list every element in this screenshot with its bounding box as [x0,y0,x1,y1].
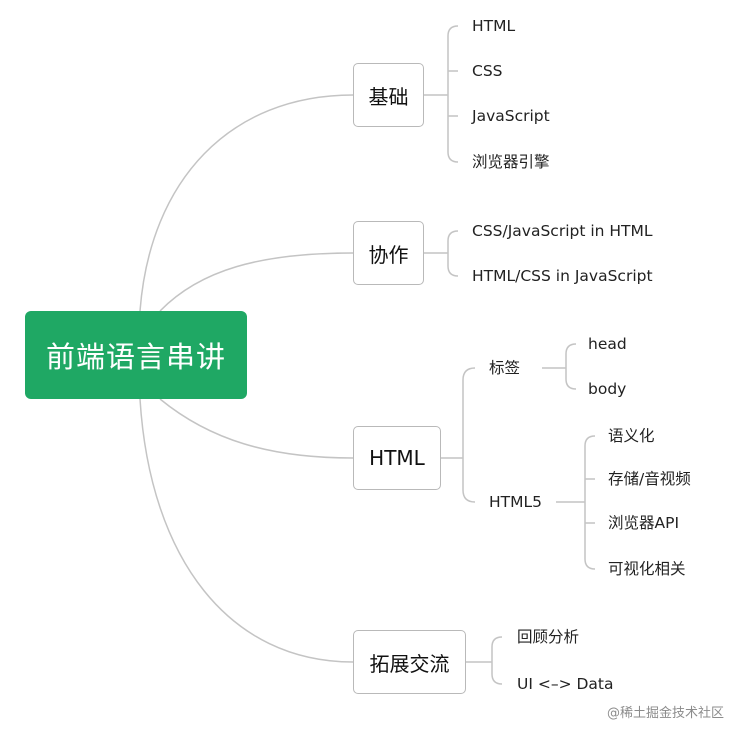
leaf-browser-api: 浏览器API [608,514,680,532]
leaf-javascript: JavaScript [472,107,550,125]
connector-root-basics [139,94,354,312]
branch-collab[interactable]: 协作 [353,221,424,285]
watermark: @稀土掘金技术社区 [606,706,724,721]
branch-basics[interactable]: 基础 [353,63,424,127]
branch-html-label: HTML [369,446,425,470]
sub-html5: HTML5 [489,493,542,511]
leaf-visualization: 可视化相关 [608,560,686,578]
branch-html[interactable]: HTML [353,426,441,490]
connector-root-collab [159,252,354,312]
leaf-body: body [588,380,627,398]
branch-extend[interactable]: 拓展交流 [353,630,466,694]
root-node[interactable]: 前端语言串讲 [25,311,247,399]
bracket-tags [565,343,577,390]
leaf-css: CSS [472,62,503,80]
leaf-review: 回顾分析 [517,628,580,646]
branch-extend-label: 拓展交流 [369,651,450,676]
leaf-html-css-in-js: HTML/CSS in JavaScript [472,267,653,285]
leaf-html: HTML [472,17,516,35]
leaf-semantics: 语义化 [608,427,655,445]
leaf-browser-engine: 浏览器引擎 [472,153,550,171]
bracket-basics [447,25,459,163]
leaf-ui-data: UI <–> Data [517,675,614,693]
bracket-html5 [584,435,596,570]
sub-tags: 标签 [489,359,521,377]
branch-collab-label: 协作 [368,242,409,267]
bracket-extend [491,636,503,685]
connector-root-html [159,398,354,459]
bracket-html [462,367,476,503]
leaf-storage-media: 存储/音视频 [608,470,691,488]
leaf-css-js-in-html: CSS/JavaScript in HTML [472,222,653,240]
branch-basics-label: 基础 [368,84,409,109]
connector-root-extend [139,398,354,663]
leaf-head: head [588,335,627,353]
bracket-collab [447,230,459,277]
root-label: 前端语言串讲 [45,340,226,374]
